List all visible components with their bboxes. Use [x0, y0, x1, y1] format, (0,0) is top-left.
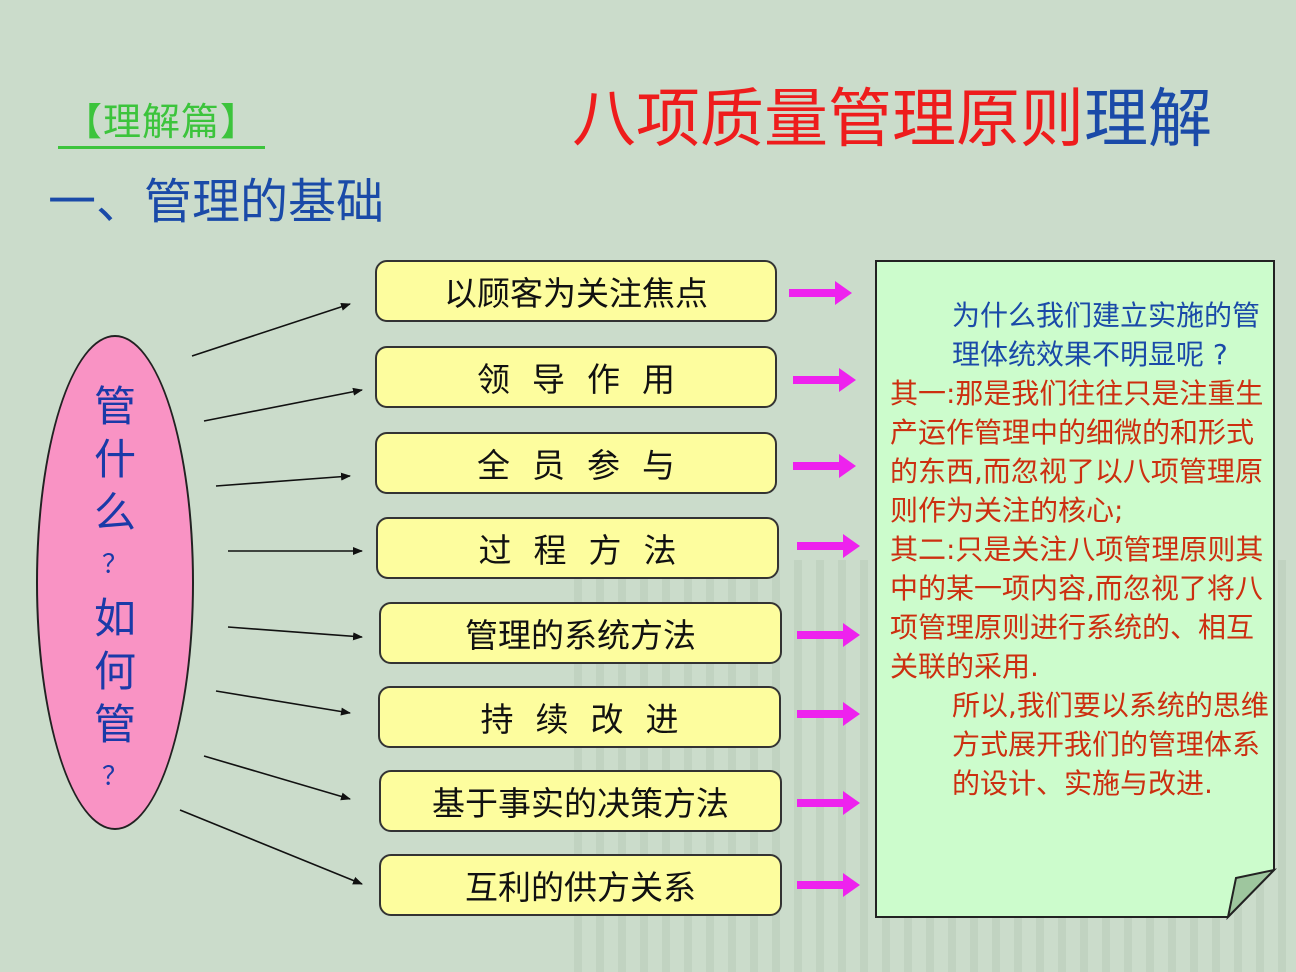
page-title-blue: 理解	[1084, 83, 1212, 157]
principle-label: 领导作用	[477, 360, 697, 399]
arrow-icon	[215, 690, 351, 716]
arrow-icon	[203, 755, 351, 801]
note-reason-2: 其二:只是关注八项管理原则其中的某一项内容,而忽视了将八项管理原则进行系统的、相…	[890, 533, 1264, 683]
magenta-arrow-icon	[797, 702, 860, 726]
note-shape	[875, 260, 1278, 921]
magenta-arrows	[789, 281, 860, 897]
principle-box-7: 基于事实的决策方法	[379, 770, 782, 832]
arrow-icon	[215, 472, 351, 487]
principle-box-8: 互利的供方关系	[379, 854, 782, 916]
principle-label: 以顾客为关注焦点	[444, 274, 708, 313]
ellipse-char: 如	[93, 594, 136, 643]
black-arrows	[179, 303, 363, 885]
question-ellipse	[36, 335, 194, 830]
page-title-red: 八项质量管理原则	[572, 83, 1084, 157]
principle-label: 持续改进	[480, 700, 701, 739]
principle-box-5: 管理的系统方法	[379, 602, 782, 664]
magenta-arrow-icon	[793, 454, 856, 478]
magenta-arrow-icon	[797, 873, 860, 897]
principle-label: 互利的供方关系	[465, 868, 696, 907]
ellipse-char: 么	[93, 488, 136, 537]
ellipse-char: ？	[101, 550, 128, 580]
arrow-icon	[227, 626, 363, 641]
magenta-arrow-icon	[793, 368, 856, 392]
principle-label: 基于事实的决策方法	[432, 784, 729, 823]
explanation-note: 为什么我们建立实施的管理体统效果不明显呢 ? 其一:那是我们往往只是注重生产运作…	[890, 296, 1280, 803]
principle-label: 管理的系统方法	[465, 616, 696, 655]
arrow-icon	[191, 303, 351, 357]
section-tag: 【理解篇】	[58, 100, 266, 149]
principle-label: 过程方法	[478, 531, 699, 570]
note-reason-1: 其一:那是我们往往只是注重生产运作管理中的细微的和形式的东西,而忽视了以八项管理…	[890, 377, 1264, 527]
question-ellipse-text: 管 什 么 ？ 如 何 管 ？	[36, 380, 194, 804]
ellipse-char: 何	[93, 647, 136, 696]
note-conclusion: 所以,我们要以系统的思维方式展开我们的管理体系的设计、实施与改进.	[952, 689, 1269, 800]
ellipse-char: 管	[93, 382, 136, 431]
principle-box-4: 过程方法	[376, 517, 779, 579]
principle-box-1: 以顾客为关注焦点	[375, 260, 777, 322]
arrow-icon	[179, 809, 363, 885]
principle-box-3: 全员参与	[375, 432, 777, 494]
note-question: 为什么我们建立实施的管理体统效果不明显呢 ?	[952, 299, 1261, 371]
principle-label: 全员参与	[477, 446, 697, 485]
magenta-arrow-icon	[797, 534, 860, 558]
magenta-arrow-icon	[797, 791, 860, 815]
ellipse-char: 什	[93, 435, 136, 484]
ellipse-char: ？	[101, 762, 128, 792]
magenta-arrow-icon	[789, 281, 852, 305]
magenta-arrow-icon	[797, 623, 860, 647]
folded-corner-icon	[1226, 868, 1278, 921]
principle-box-6: 持续改进	[378, 686, 781, 748]
arrow-icon	[203, 387, 363, 422]
ellipse-char: 管	[93, 700, 136, 749]
page-title: 八项质量管理原则理解	[572, 82, 1212, 158]
section-heading: 一、管理的基础	[48, 174, 385, 230]
principle-box-2: 领导作用	[375, 346, 777, 408]
